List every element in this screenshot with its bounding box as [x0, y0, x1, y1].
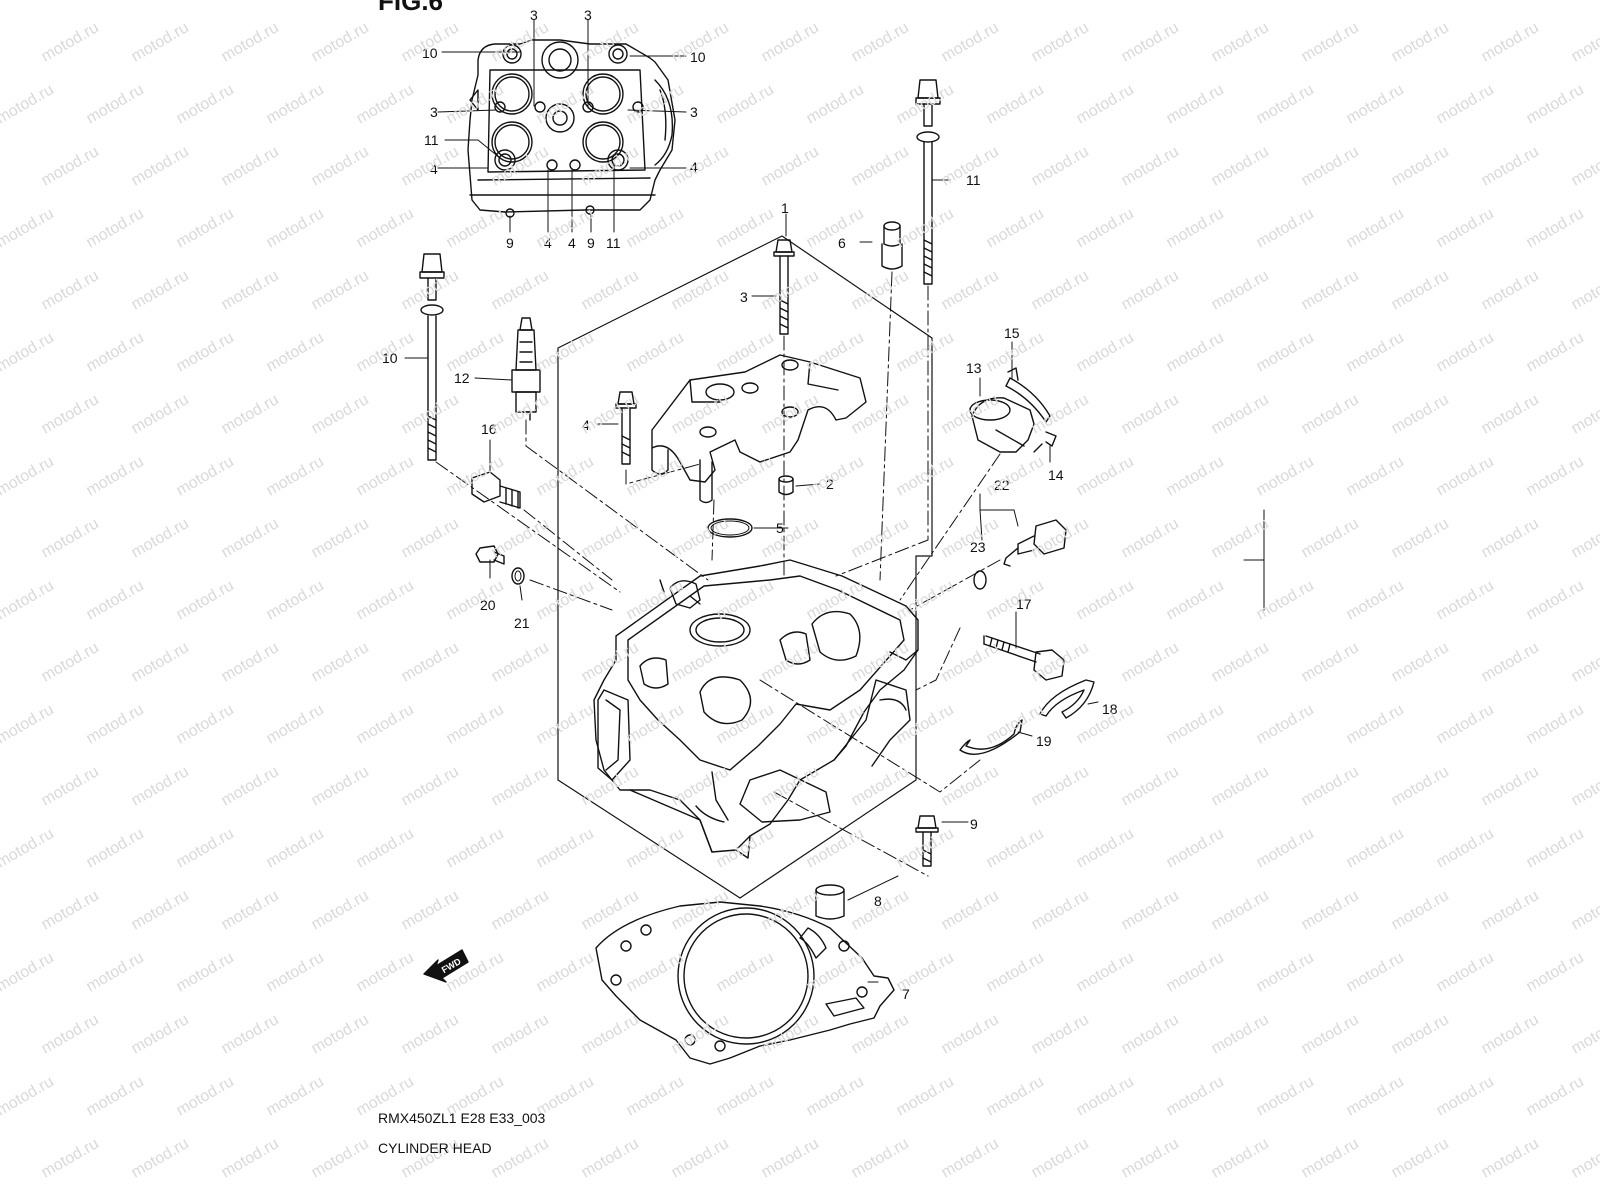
bolt-16	[983, 635, 1065, 681]
callout-19: 19	[1036, 733, 1052, 749]
camshaft-holder	[651, 354, 867, 504]
callout-3: 3	[530, 7, 538, 23]
callout-labels: 3 3 10 10 3 3 11 4 4 9 4 4 9 11 1 6 11 3…	[382, 7, 1118, 1002]
callout-11: 11	[966, 172, 981, 188]
retaining-clip-19	[959, 719, 1023, 755]
callout-7: 7	[902, 986, 910, 1002]
plug-20	[475, 545, 505, 565]
callout-9: 9	[587, 235, 595, 251]
callout-6: 6	[838, 235, 846, 251]
spark-plug	[511, 317, 541, 421]
callout-9: 9	[970, 816, 978, 832]
callout-3: 3	[690, 104, 698, 120]
cylinder-head-body	[593, 559, 919, 859]
head-top-view	[467, 39, 676, 218]
bolt-cylinder-head-10	[419, 253, 445, 461]
figure-caption: CYLINDER HEAD	[378, 1140, 492, 1156]
callout-10: 10	[422, 45, 438, 61]
callout-10: 10	[382, 350, 398, 366]
bolt-cylinder-head-11	[915, 79, 941, 285]
callout-11: 11	[606, 235, 621, 251]
callout-4: 4	[582, 417, 590, 433]
model-code: RMX450ZL1 E28 E33_003	[378, 1110, 546, 1126]
tappet-plug	[881, 221, 903, 270]
union-bolt-17	[471, 471, 521, 509]
hose-clamp	[1005, 367, 1051, 423]
callout-4: 4	[690, 159, 698, 175]
sensor-gasket	[973, 570, 987, 590]
callout-20: 20	[480, 597, 496, 613]
callout-3: 3	[584, 7, 592, 23]
callout-2: 2	[826, 476, 834, 492]
gasket-washer-21	[511, 567, 525, 585]
callout-13: 13	[966, 360, 982, 376]
callout-22: 22	[994, 477, 1010, 493]
callout-3: 3	[740, 289, 748, 305]
clamp-screw	[1033, 431, 1057, 453]
callout-11: 11	[424, 132, 439, 148]
callout-23: 23	[970, 539, 986, 555]
fwd-direction-badge	[423, 949, 469, 983]
callout-4: 4	[544, 235, 552, 251]
callout-21: 21	[514, 615, 530, 631]
dowel-8	[815, 884, 845, 920]
callout-8: 8	[874, 893, 882, 909]
cylinder-head-gasket	[595, 901, 895, 1065]
intake-pipe	[969, 397, 1035, 453]
callout-14: 14	[1048, 467, 1064, 483]
callout-16: 17	[1016, 596, 1032, 612]
callout-3: 3	[430, 104, 438, 120]
leader-lines	[404, 19, 1265, 983]
bolt-camshaft-holder-3	[773, 239, 795, 335]
callout-10: 10	[690, 49, 706, 65]
callout-4: 4	[430, 161, 438, 177]
callout-1: 1	[781, 200, 789, 216]
o-ring	[707, 518, 753, 538]
callout-12: 12	[454, 370, 470, 386]
callout-17: 16	[481, 421, 497, 437]
bolt-camshaft-holder-4	[615, 391, 637, 465]
assembly-frame	[557, 235, 933, 899]
dowel-pin	[778, 475, 794, 496]
temperature-sensor	[1003, 519, 1067, 567]
figure-title: FIG.6	[378, 0, 444, 16]
callout-4: 4	[568, 235, 576, 251]
bolt-9	[915, 815, 939, 867]
callout-18: 18	[1102, 701, 1118, 717]
retaining-clip-18	[1039, 679, 1095, 719]
callout-9: 9	[506, 235, 514, 251]
callout-5: 5	[776, 520, 784, 536]
callout-15: 15	[1004, 325, 1020, 341]
